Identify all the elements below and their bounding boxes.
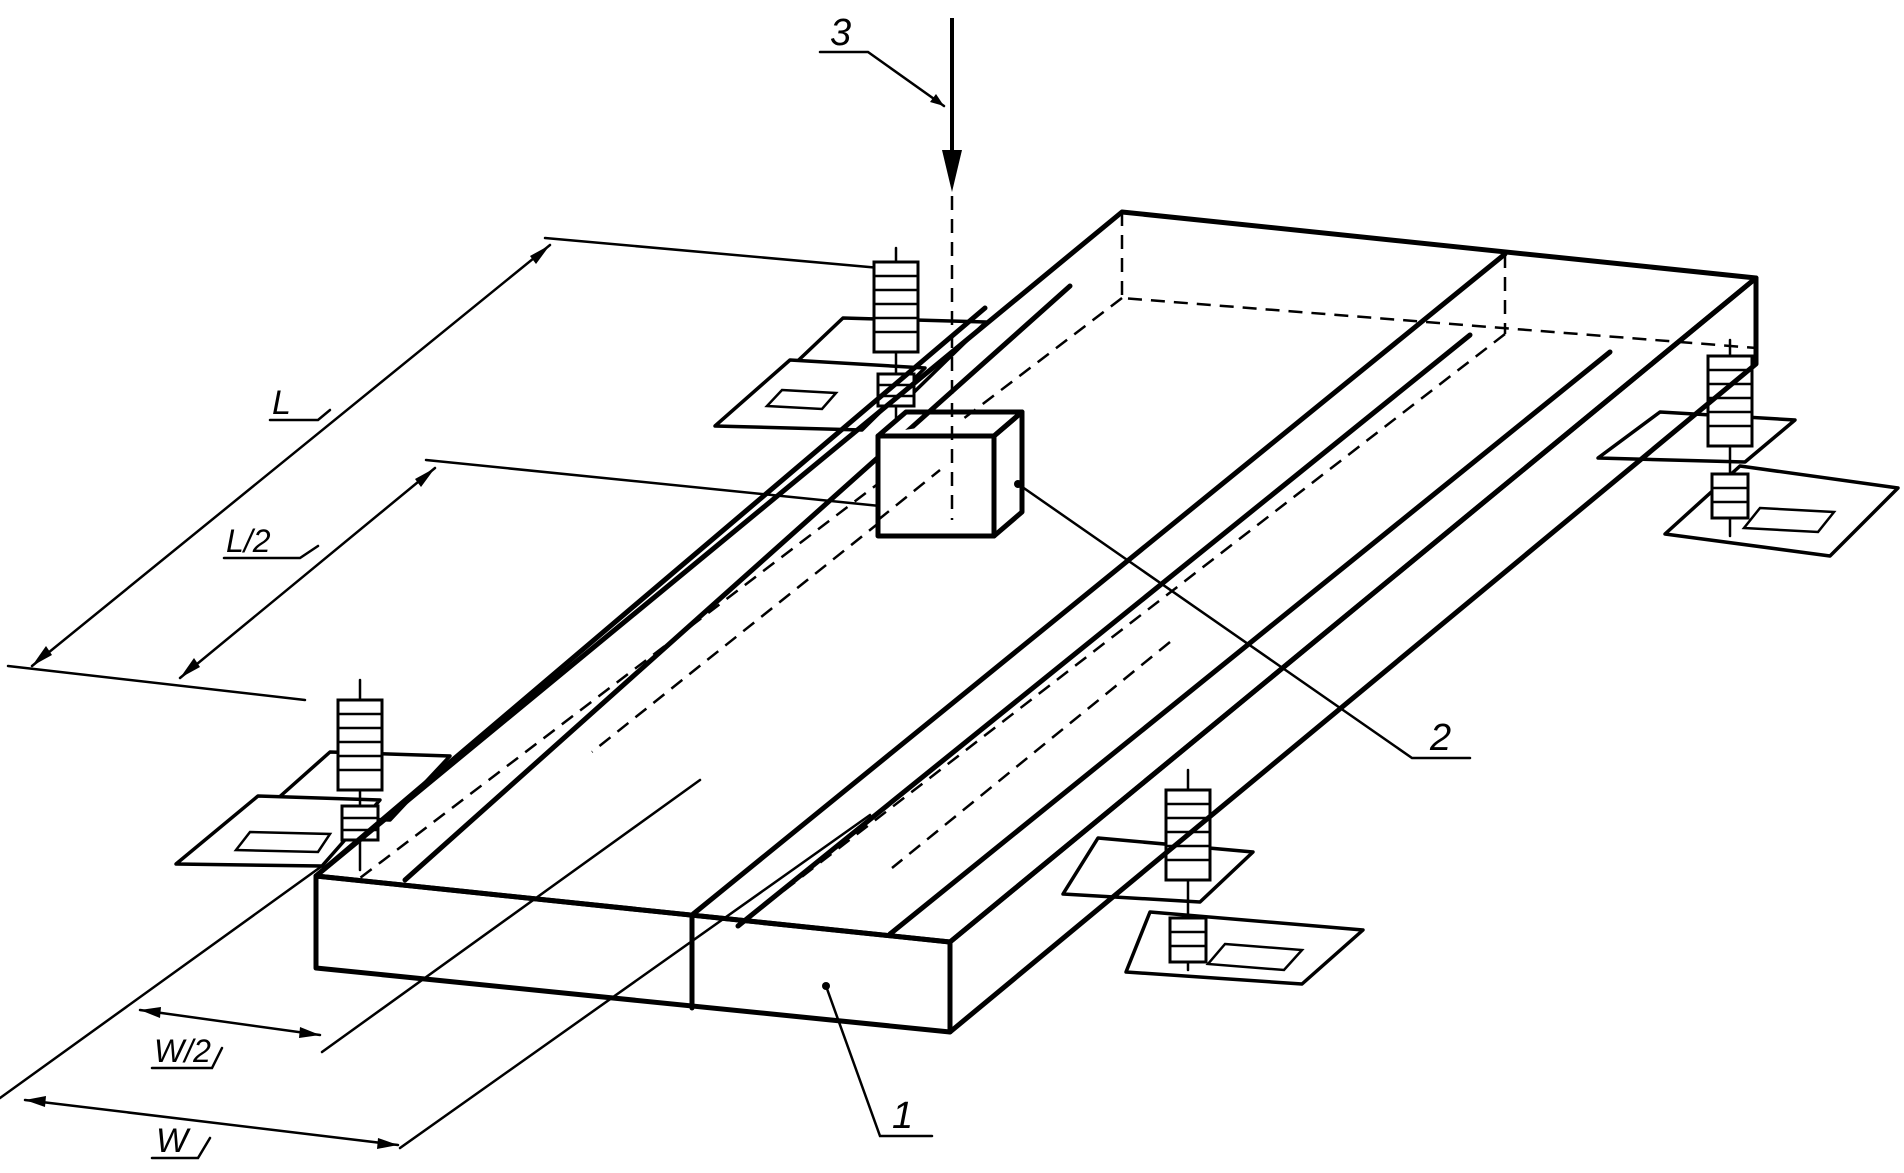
leader-dot-2 bbox=[1014, 480, 1022, 488]
leader-line-3 bbox=[818, 50, 946, 108]
arrowhead-w-right bbox=[377, 1138, 398, 1149]
spring-lower-front-right bbox=[1168, 916, 1208, 964]
support-pad-front-right-upper bbox=[1061, 836, 1255, 904]
load-block-hidden-line bbox=[877, 469, 941, 521]
spring-lower-front-left bbox=[340, 804, 380, 842]
underline-l bbox=[268, 408, 332, 422]
support-pad-back-right-upper bbox=[1596, 410, 1797, 464]
tray-front-face bbox=[313, 873, 953, 1035]
support-pad-front-right bbox=[1124, 910, 1365, 986]
tray-rail-right bbox=[887, 349, 1613, 937]
arrowhead-w-half-left bbox=[140, 1007, 161, 1018]
extension-line-w-right bbox=[398, 813, 872, 1150]
extension-line-l-half-top bbox=[424, 458, 882, 508]
support-slot-front-left bbox=[233, 830, 333, 854]
spring-front-right bbox=[1164, 768, 1212, 972]
label-width: W bbox=[156, 1122, 191, 1160]
underline-w bbox=[150, 1136, 212, 1160]
arrowhead-l-half-bottom bbox=[180, 658, 200, 678]
tray-top-divider bbox=[689, 251, 1508, 918]
tray-panel bbox=[313, 209, 1759, 1035]
label-half-length: L/2 bbox=[226, 523, 271, 559]
dimension-lines bbox=[0, 236, 882, 1150]
tray-rail-center bbox=[735, 332, 1473, 929]
support-pad-front-left bbox=[174, 794, 382, 868]
extension-line-l-bottom bbox=[6, 664, 307, 702]
extension-line-w-half bbox=[320, 778, 702, 1054]
support-slot-back-right bbox=[1741, 506, 1837, 534]
leader-line-2 bbox=[1016, 482, 1472, 760]
arrowhead-l-half-top bbox=[415, 468, 435, 487]
tray-right-face bbox=[947, 275, 1759, 1035]
tray-rail-left-outer bbox=[313, 305, 988, 879]
label-part-1: 1 bbox=[892, 1095, 913, 1137]
dimension-line-l-half bbox=[178, 466, 437, 680]
hidden-edge-divider-bottom bbox=[737, 333, 1506, 927]
spring-back-right bbox=[1706, 338, 1754, 538]
label-part-3: 3 bbox=[830, 12, 851, 54]
label-length: L bbox=[272, 384, 291, 422]
hidden-edge-left-bottom bbox=[359, 297, 1123, 879]
arrowhead-l-top bbox=[530, 245, 550, 264]
arrowhead-w-half-right bbox=[299, 1027, 320, 1038]
arrowhead-l-bottom bbox=[32, 646, 52, 666]
extension-line-w-left bbox=[0, 864, 324, 1100]
support-pad-back-left bbox=[713, 358, 927, 432]
support-pads bbox=[174, 316, 1900, 986]
support-slot-front-right bbox=[1205, 942, 1305, 972]
centre-line-left bbox=[591, 521, 881, 753]
spring-front-left bbox=[336, 678, 384, 872]
support-slot-back-left bbox=[764, 388, 839, 411]
underline-w-half bbox=[150, 1046, 224, 1070]
dimension-line-w bbox=[23, 1098, 400, 1147]
tray-top-face bbox=[313, 209, 1759, 945]
force-arrow-head bbox=[942, 150, 962, 192]
hidden-edge-back bbox=[1120, 212, 1757, 350]
tray-rail-left-inner bbox=[402, 283, 1073, 883]
load-block-side bbox=[991, 409, 1025, 539]
extension-line-l-top bbox=[543, 236, 882, 270]
leader-dot-1 bbox=[822, 982, 830, 990]
labels: 3 2 1 L L/2 W/2 W bbox=[154, 12, 1451, 1160]
load-block bbox=[875, 409, 1025, 539]
leader-lines bbox=[150, 50, 1472, 1160]
dimension-line-w-half bbox=[138, 1008, 322, 1037]
underline-l-half bbox=[222, 544, 320, 560]
arrowhead-w-left bbox=[25, 1096, 46, 1107]
label-part-2: 2 bbox=[1429, 717, 1451, 759]
spring-lower-back-right bbox=[1710, 472, 1750, 520]
centre-line-right bbox=[891, 641, 1171, 869]
label-half-width: W/2 bbox=[154, 1033, 211, 1069]
leader-line-1 bbox=[824, 984, 934, 1138]
force-arrow bbox=[942, 18, 962, 520]
support-pad-back-right bbox=[1663, 464, 1900, 558]
dimension-line-l bbox=[30, 243, 552, 668]
